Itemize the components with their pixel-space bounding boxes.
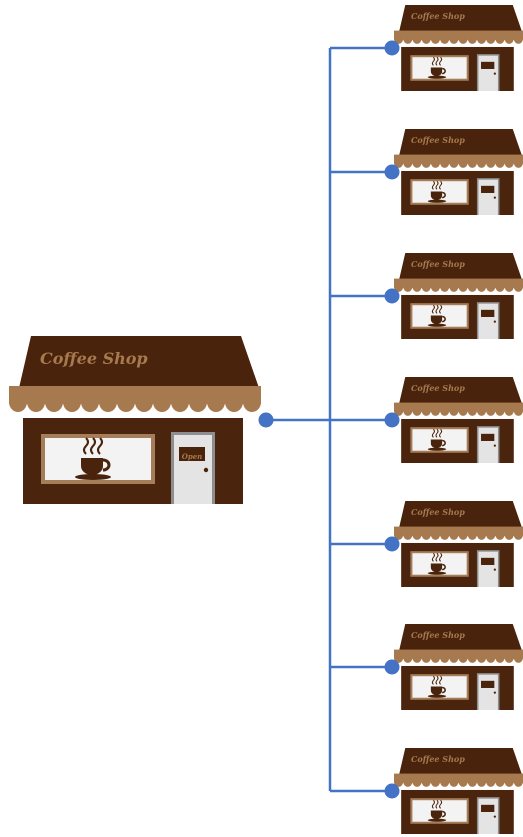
branch-coffee-shop: Coffee Shop bbox=[394, 377, 523, 463]
branch-coffee-shop: Coffee Shop bbox=[394, 253, 523, 339]
branch-connector-dot bbox=[385, 660, 400, 675]
branch-coffee-shop: Coffee Shop bbox=[394, 5, 523, 91]
branch-shop-sign: Coffee Shop bbox=[411, 754, 465, 764]
branch-coffee-shop: Coffee Shop bbox=[394, 624, 523, 710]
branch-shop-sign: Coffee Shop bbox=[411, 630, 465, 640]
branch-coffee-shop: Coffee Shop bbox=[394, 748, 523, 834]
branch-shop-sign: Coffee Shop bbox=[411, 135, 465, 145]
branch-shops: Coffee Shop Coffee Shop Coffee Shop Coff… bbox=[394, 5, 523, 834]
hub-door-sign: Open bbox=[182, 452, 203, 461]
branch-connector-dot bbox=[385, 165, 400, 180]
hub-shop-sign: Coffee Shop bbox=[40, 349, 148, 368]
branch-connector-dot bbox=[385, 784, 400, 799]
connector-lines bbox=[266, 48, 392, 791]
branch-connector-dot bbox=[385, 289, 400, 304]
hub-coffee-shop: Coffee Shop Open bbox=[9, 336, 261, 504]
branch-coffee-shop: Coffee Shop bbox=[394, 501, 523, 587]
branch-connector-dot bbox=[385, 41, 400, 56]
branch-connector-dot bbox=[385, 413, 400, 428]
branch-shop-sign: Coffee Shop bbox=[411, 383, 465, 393]
branch-connector-dot bbox=[385, 537, 400, 552]
branch-shop-sign: Coffee Shop bbox=[411, 11, 465, 21]
branch-shop-sign: Coffee Shop bbox=[411, 259, 465, 269]
branch-shop-sign: Coffee Shop bbox=[411, 507, 465, 517]
hub-connector-dot bbox=[259, 413, 274, 428]
branch-coffee-shop: Coffee Shop bbox=[394, 129, 523, 215]
